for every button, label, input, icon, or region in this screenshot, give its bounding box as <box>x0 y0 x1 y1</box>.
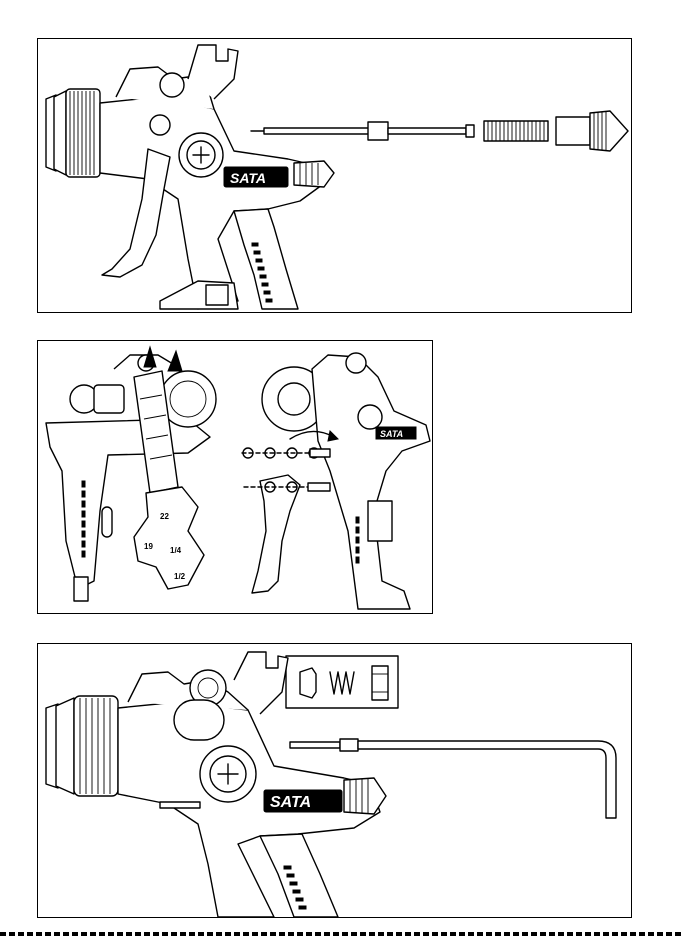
parts-inset <box>286 656 398 708</box>
brand-logo: SATA <box>270 794 311 811</box>
spray-gun-icon: SATA <box>38 39 631 312</box>
brand-logo: SATA <box>230 170 266 186</box>
figure-panel-needle-assembly: SATA <box>37 38 632 313</box>
tool-label-quarter: 1/4 <box>170 546 182 555</box>
page-edge-border <box>0 932 681 936</box>
tool-label-19: 19 <box>144 542 153 551</box>
brand-logo: SATA <box>380 429 403 439</box>
figure-panel-trigger-removal: 22 19 1/2 1/4 SATA <box>37 340 433 614</box>
figure-panel-packing-service: SATA <box>37 643 632 918</box>
spray-gun-icon: SATA <box>38 644 631 917</box>
bushing-icon <box>372 666 388 700</box>
spring-icon <box>484 121 548 141</box>
knurled-cap-icon <box>556 111 628 151</box>
seal-icon <box>300 668 316 698</box>
spray-gun-icon: 22 19 1/2 1/4 SATA <box>38 341 432 613</box>
tool-label-22: 22 <box>160 512 169 521</box>
tool-label-half: 1/2 <box>174 572 186 581</box>
needle-icon <box>251 122 474 140</box>
arrow-up-icon <box>168 351 182 371</box>
trigger-exploded <box>242 431 338 593</box>
